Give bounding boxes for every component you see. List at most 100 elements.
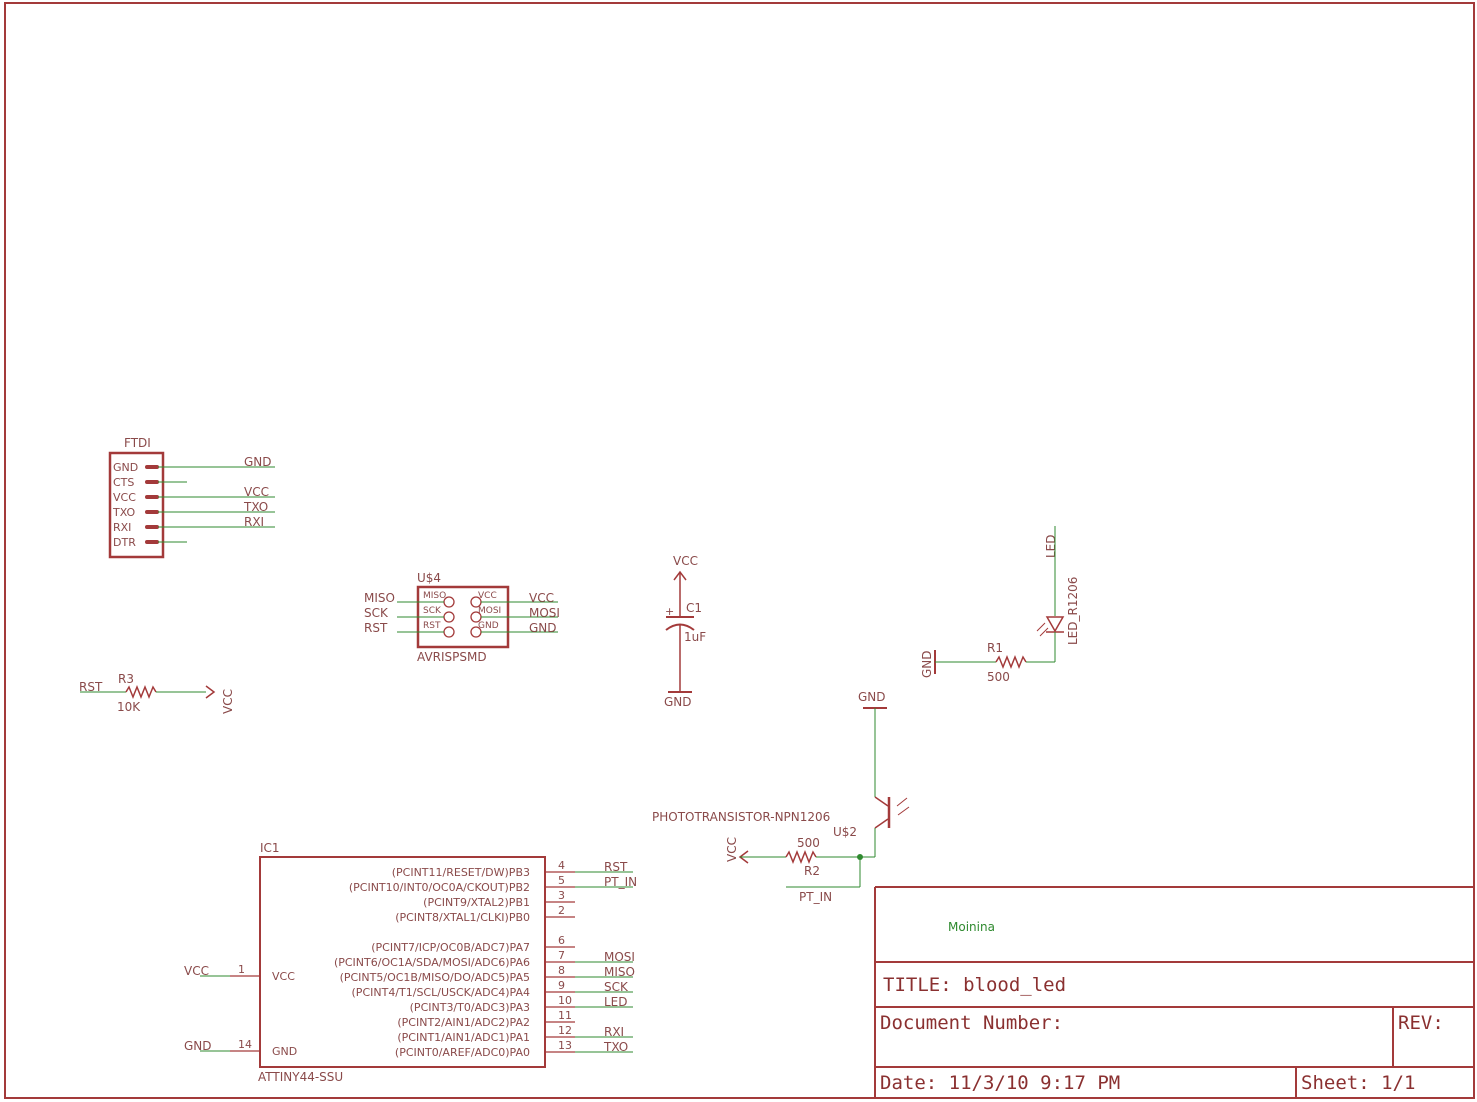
avrisp-pin-label: GND (478, 621, 499, 631)
c1-plate-bottom (665, 623, 695, 631)
r1-value: 500 (987, 670, 1010, 684)
ic1-pin-number: 8 (558, 964, 565, 977)
revision: REV: (1398, 1012, 1444, 1034)
ftdi-pin-label: VCC (113, 491, 136, 504)
sheet-date: Date: 11/3/10 9:17 PM (880, 1072, 1120, 1094)
sheet-title: TITLE: blood_led (883, 974, 1066, 996)
pt-value: PHOTOTRANSISTOR-NPN1206 (652, 810, 830, 824)
c1-top-net: VCC (673, 554, 698, 568)
avrisp-net-label: MISO (364, 591, 395, 605)
avrisp-pin-pad (443, 596, 455, 608)
ftdi-pin-label: CTS (113, 476, 134, 489)
document-number: Document Number: (880, 1012, 1063, 1034)
ic1-pin-label: (PCINT9/XTAL2)PB1 (423, 896, 530, 909)
avrisp-value: AVRISPSMD (417, 650, 487, 664)
c1-name: C1 (686, 601, 702, 615)
ic1-net-label: TXO (603, 1040, 628, 1054)
ic1-net-label: LED (604, 995, 628, 1009)
ic1-pin-number: 2 (558, 904, 565, 917)
ic1-pin-number: 7 (558, 949, 565, 962)
c1-value: 1uF (684, 630, 706, 644)
ic1-net-label: RST (604, 860, 628, 874)
ic1-pin-number: 6 (558, 934, 565, 947)
ic1-net-label: MISO (604, 965, 635, 979)
r3-name: R3 (118, 672, 134, 686)
ic1-net-label: RXI (604, 1025, 624, 1039)
sheet-number: Sheet: 1/1 (1301, 1072, 1415, 1094)
ic1-pin-label: (PCINT7/ICP/OC0B/ADC7)PA7 (371, 941, 530, 954)
resistor-r2[interactable]: VCC 500 R2 PT_IN (725, 836, 875, 904)
pt-name: U$2 (833, 825, 857, 839)
ic1-pin-label: (PCINT5/OC1B/MISO/DO/ADC5)PA5 (340, 971, 530, 984)
r3-value: 10K (117, 700, 141, 714)
led-r1206[interactable]: LED LED_R1206 (1036, 526, 1080, 662)
r2-left-net: VCC (725, 837, 739, 862)
ic1-pin-label: (PCINT6/OC1A/SDA/MOSI/ADC6)PA6 (334, 956, 530, 969)
c1-bottom-net: GND (664, 695, 692, 709)
ic1-pin-label: VCC (272, 970, 295, 983)
ic1-net-label: SCK (604, 980, 629, 994)
avrisp-net-label: MOSI (529, 606, 560, 620)
ic1-pin-number: 11 (558, 1009, 572, 1022)
r2-out-net: PT_IN (799, 890, 832, 904)
ftdi-pin-label: RXI (113, 521, 131, 534)
r1-name: R1 (987, 641, 1003, 655)
ftdi-pin-label: GND (113, 461, 138, 474)
avrisp-pin-label: RST (423, 621, 441, 631)
avrisp-pin-pad (470, 626, 482, 638)
ftdi-body (108, 451, 165, 559)
ic1-pin-number: 3 (558, 889, 565, 902)
ic1-pin-number: 14 (238, 1038, 252, 1051)
avrisp-net-label: RST (364, 621, 388, 635)
ic1-pin-number: 4 (558, 859, 565, 872)
pt-top-net: GND (858, 690, 886, 704)
r3-left-net: RST (79, 680, 103, 694)
ftdi-pin-label: TXO (112, 506, 136, 519)
ftdi-name: FTDI (124, 436, 151, 450)
ftdi-pin-label: DTR (113, 536, 136, 549)
capacitor-c1[interactable]: VCC + C1 1uF GND (664, 554, 706, 709)
sheet-frame (4, 2, 1475, 1099)
r3-vcc-arrow (205, 685, 216, 699)
resistor-r3[interactable]: RST R3 10K VCC (79, 672, 235, 714)
c1-polarity: + (665, 605, 674, 618)
ftdi-net-label: RXI (244, 515, 264, 529)
ic1-pin-number: 12 (558, 1024, 572, 1037)
ic1-pin-label: (PCINT0/AREF/ADC0)PA0 (395, 1046, 530, 1059)
r1-net: GND (920, 650, 934, 678)
ic1-pin-label: GND (272, 1045, 297, 1058)
avrisp-pin-label: VCC (478, 591, 497, 601)
avrisp-net-label: GND (529, 621, 557, 635)
ic1-pin-number: 1 (238, 963, 245, 976)
ic1-pin-number: 13 (558, 1039, 572, 1052)
r3-right-net: VCC (221, 689, 235, 714)
led-triangle (1045, 616, 1065, 633)
ic1-net-label: PT_IN (604, 875, 637, 889)
phototransistor-u2[interactable]: GND PHOTOTRANSISTOR-NPN1206 U$2 (652, 690, 910, 857)
avrisp-name: U$4 (417, 571, 441, 585)
r1-zigzag (995, 654, 1027, 670)
resistor-r1[interactable]: GND R1 500 (920, 641, 1055, 684)
ic1-name: IC1 (260, 841, 280, 855)
ic1-pin-number: 9 (558, 979, 565, 992)
avrisp-pin-pad (443, 611, 455, 623)
ftdi-net-label: GND (244, 455, 272, 469)
ic1-value: ATTINY44-SSU (258, 1070, 343, 1084)
ic1-pin-label: (PCINT3/T0/ADC3)PA3 (410, 1001, 530, 1014)
ic1-pin-number: 10 (558, 994, 572, 1007)
ftdi-net-label: TXO (243, 500, 268, 514)
r2-name: R2 (804, 864, 820, 878)
avrisp-net-label: VCC (529, 591, 554, 605)
author-name: Moinina (948, 920, 995, 934)
avrisp-pin-pad (443, 626, 455, 638)
avrisp-pin-label: MOSI (478, 606, 501, 616)
ic1-pin-label: (PCINT8/XTAL1/CLKI)PB0 (395, 911, 530, 924)
ic1-pin-label: (PCINT2/AIN1/ADC2)PA2 (397, 1016, 530, 1029)
avrisp-pin-label: MISO (423, 591, 446, 601)
ic1-net-label: MOSI (604, 950, 635, 964)
led-net: LED (1044, 534, 1058, 558)
